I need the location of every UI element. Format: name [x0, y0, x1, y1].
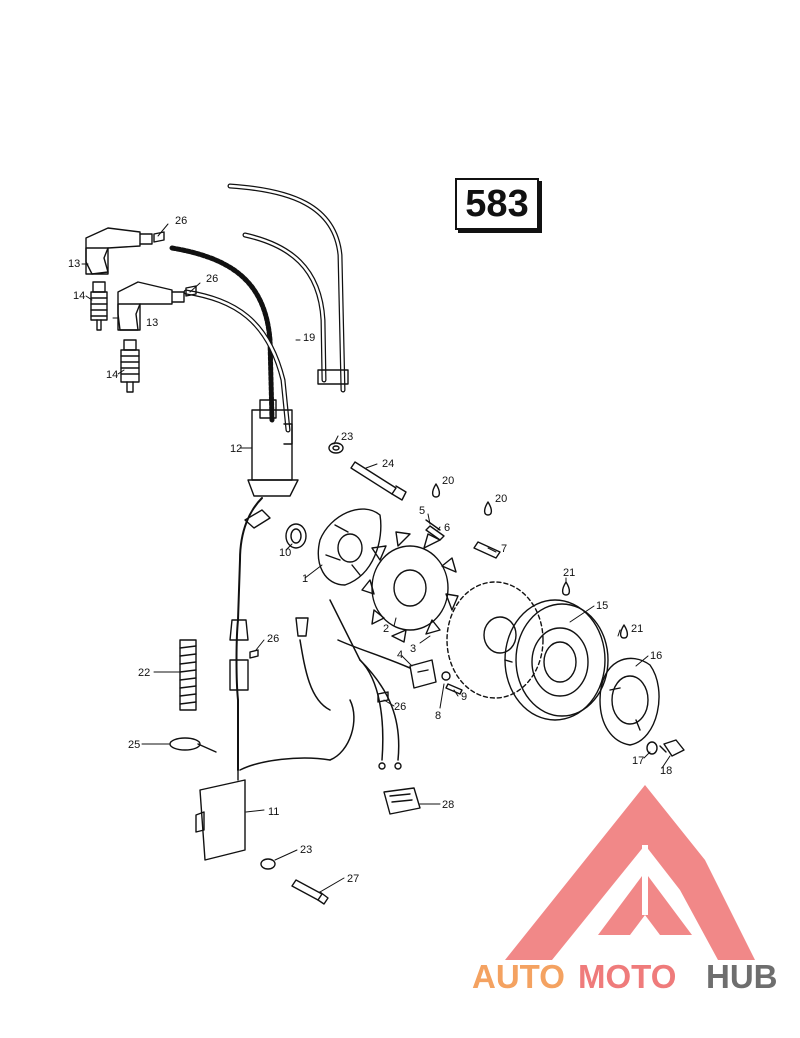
callout-17: 17: [632, 755, 644, 767]
flywheel-15: [504, 599, 609, 721]
callout-28: 28: [442, 799, 454, 811]
nut-23-upper: [328, 442, 344, 454]
leader-lines: [81, 223, 671, 893]
washer-8: [441, 671, 451, 681]
screw-7: [473, 541, 501, 559]
callout-26-a: 26: [175, 215, 187, 227]
callout-5: 5: [419, 505, 425, 517]
grease-drop-20-b: [483, 501, 493, 516]
harness-terminal-right: [394, 762, 402, 770]
callout-14-upper: 14: [73, 290, 85, 302]
cable-tie-25: [169, 737, 217, 753]
stator-plate-1: [317, 508, 382, 586]
fastener-26-c: [249, 649, 259, 659]
callout-1: 1: [302, 573, 308, 585]
callout-4: 4: [397, 649, 403, 661]
stator-2: [361, 531, 459, 643]
callout-7: 7: [501, 543, 507, 555]
bolt-18: [659, 739, 685, 757]
nut-23-lower: [260, 858, 276, 870]
callout-21-a: 21: [563, 567, 575, 579]
wiring-harness: [235, 497, 411, 771]
relay-28: [383, 787, 421, 815]
watermark-auto: AUTO: [472, 958, 565, 995]
fastener-26-a: [153, 231, 165, 243]
callout-25: 25: [128, 739, 140, 751]
callout-6: 6: [444, 522, 450, 534]
harness-plug: [295, 617, 309, 637]
ignition-coil: [247, 399, 299, 497]
callout-20-b: 20: [495, 493, 507, 505]
connector-4: [409, 659, 437, 689]
harness-connector-upper: [229, 619, 249, 641]
cdi-module-11: [195, 769, 246, 861]
grease-drop-21-b: [619, 624, 629, 639]
callout-13-lower: 13: [146, 317, 158, 329]
high-tension-wires: [169, 183, 349, 433]
callout-16: 16: [650, 650, 662, 662]
callout-12: 12: [230, 443, 242, 455]
bolt-27: [291, 879, 329, 905]
watermark-hub: HUB: [706, 958, 778, 995]
sleeve-22: [179, 639, 197, 711]
washer-17: [646, 741, 658, 755]
callout-26-c: 26: [267, 633, 279, 645]
bolt-24: [350, 461, 407, 501]
harness-terminal-left: [378, 762, 386, 770]
callout-10: 10: [279, 547, 291, 559]
spark-plug-cap-lower: [117, 281, 185, 331]
callout-15: 15: [596, 600, 608, 612]
callout-labels: 1 2 3 4 5 6 7 8 9 10 11 12 13 13 14 14 1…: [68, 215, 672, 885]
screw-9: [445, 683, 463, 695]
callout-3: 3: [410, 643, 416, 655]
grease-drop-20-a: [431, 483, 441, 498]
housing-3: [446, 581, 544, 699]
spark-plug-lower: [120, 339, 140, 393]
model-number-label: 583: [455, 178, 539, 230]
callout-13-upper: 13: [68, 258, 80, 270]
fastener-26-b: [185, 285, 197, 297]
watermark-text: AUTO MOTO HUB: [472, 958, 778, 995]
spark-plug-upper: [90, 281, 108, 331]
callout-14-lower: 14: [106, 369, 118, 381]
callout-18: 18: [660, 765, 672, 777]
callout-9: 9: [461, 691, 467, 703]
callout-24: 24: [382, 458, 394, 470]
fastener-26-d: [377, 691, 389, 703]
screw-5-6: [425, 519, 445, 541]
callout-20-a: 20: [442, 475, 454, 487]
callout-21-b: 21: [631, 623, 643, 635]
watermark-logo: [505, 785, 755, 960]
callout-2: 2: [383, 623, 389, 635]
callout-23-upper: 23: [341, 431, 353, 443]
watermark-moto: MOTO: [578, 958, 676, 995]
spark-plug-cap-upper: [85, 227, 153, 275]
callout-23-lower: 23: [300, 844, 312, 856]
callout-26-d: 26: [394, 701, 406, 713]
callout-11: 11: [268, 806, 279, 818]
harness-connector-mid: [229, 659, 249, 691]
grommet-10: [285, 523, 307, 549]
callout-27: 27: [347, 873, 359, 885]
callout-8: 8: [435, 710, 441, 722]
callout-26-b: 26: [206, 273, 218, 285]
starter-cup-16: [599, 657, 660, 746]
grease-drop-21-a: [561, 581, 571, 596]
callout-19: 19: [303, 332, 315, 344]
callout-22: 22: [138, 667, 150, 679]
